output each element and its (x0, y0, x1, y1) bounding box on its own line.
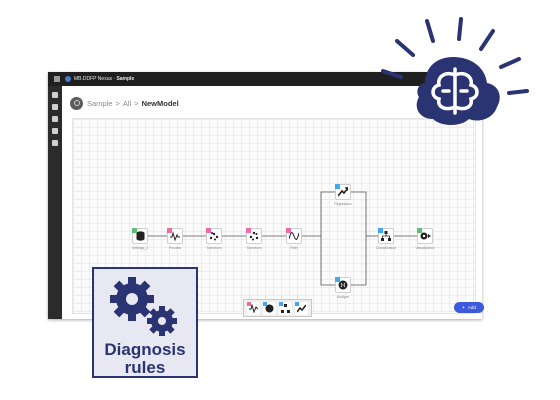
pipeline-node[interactable] (417, 228, 433, 244)
brain-shape (416, 57, 500, 125)
pipeline-node[interactable] (335, 277, 351, 293)
node-tag (246, 228, 251, 233)
breadcrumb: Sample > All > NewModel (70, 96, 179, 110)
node-tag (206, 228, 211, 233)
pipeline-node[interactable] (286, 228, 302, 244)
node-label: Visualization (415, 246, 435, 250)
label-line-2: rules (124, 358, 166, 377)
connection-line (351, 191, 367, 236)
project-icon[interactable] (70, 96, 83, 110)
pipeline-connections (148, 191, 417, 286)
node-label: Settings_1 (131, 246, 149, 250)
tool-tag (263, 302, 267, 306)
document-name: Sample (116, 76, 135, 82)
gears-icon (110, 277, 177, 336)
node-tag (335, 184, 340, 189)
connection-line (320, 191, 335, 236)
pipeline-node[interactable] (206, 228, 222, 244)
left-toolbar (48, 86, 62, 319)
hierarchy-icon (381, 231, 391, 241)
pipeline-node[interactable] (132, 228, 148, 244)
app-logo-icon (65, 76, 71, 82)
title-separator: - (113, 76, 116, 82)
tool-tag (247, 302, 251, 306)
node-tag (378, 228, 383, 233)
node-label: Analyze (336, 295, 350, 299)
connection-line (351, 236, 367, 286)
node-label: Transform (206, 246, 222, 250)
brain-icon (265, 304, 274, 313)
node-label: Filter (290, 246, 298, 250)
node-tag (167, 228, 172, 233)
home-icon[interactable] (52, 92, 58, 98)
toolbox-item[interactable] (247, 302, 260, 315)
title-bar: MB.DDFP Nexus - Sample (48, 72, 482, 86)
add-button-label: Add (467, 305, 476, 310)
data-icon[interactable] (52, 116, 58, 122)
breadcrumb-middle[interactable]: All (122, 98, 132, 108)
app-name: MB.DDFP Nexus (74, 76, 112, 82)
signal-icon (170, 231, 180, 241)
trend-icon (338, 187, 348, 197)
tool-tag (295, 302, 299, 306)
waveform-icon (289, 232, 299, 240)
breadcrumb-current: NewModel (141, 98, 179, 108)
brain-badge-icon (381, 17, 529, 125)
breadcrumb-separator: > (115, 98, 120, 108)
node-label: Transform (246, 246, 262, 250)
add-button[interactable]: + Add (454, 302, 484, 313)
node-tag (335, 277, 340, 282)
node-label: Classification (376, 246, 396, 250)
scatter-icon (209, 232, 219, 241)
window-title: MB.DDFP Nexus - Sample (74, 72, 134, 86)
breadcrumb-separator: > (134, 98, 139, 108)
node-toolbox (243, 299, 312, 317)
node-label: Regression (334, 202, 352, 206)
toolbox-item[interactable] (263, 302, 276, 315)
scatter-icon (249, 231, 259, 241)
radiating-lines (381, 17, 529, 95)
chart-icon[interactable] (52, 128, 58, 134)
toolbox-item[interactable] (279, 302, 292, 315)
toolbox-item[interactable] (295, 302, 308, 315)
node-tag (286, 228, 291, 233)
node-label: Process (168, 246, 182, 250)
breadcrumb-root[interactable]: Sample (87, 98, 113, 108)
node-tag (132, 228, 137, 233)
plus-icon: + (462, 305, 465, 310)
pipeline-node[interactable] (246, 228, 262, 244)
pipeline-node[interactable] (335, 184, 351, 200)
tool-icon[interactable] (52, 140, 58, 146)
pipeline-node[interactable] (378, 228, 394, 244)
tool-tag (279, 302, 283, 306)
brain-icon (338, 280, 348, 290)
trend-icon (297, 304, 306, 313)
diagnosis-rules-label: Diagnosis rules (94, 341, 196, 377)
label-line-1: Diagnosis (104, 340, 186, 359)
menu-icon[interactable] (54, 76, 60, 82)
node-tag (417, 228, 422, 233)
folder-icon[interactable] (52, 104, 58, 110)
brain-lobes (431, 67, 479, 115)
diagnosis-rules-card[interactable]: Diagnosis rules (92, 267, 198, 378)
database-icon (136, 231, 144, 241)
pipeline-node[interactable] (167, 228, 183, 244)
hierarchy-icon (281, 304, 290, 313)
gears-icon (420, 232, 431, 240)
signal-icon (249, 304, 258, 313)
connection-line (320, 236, 335, 286)
